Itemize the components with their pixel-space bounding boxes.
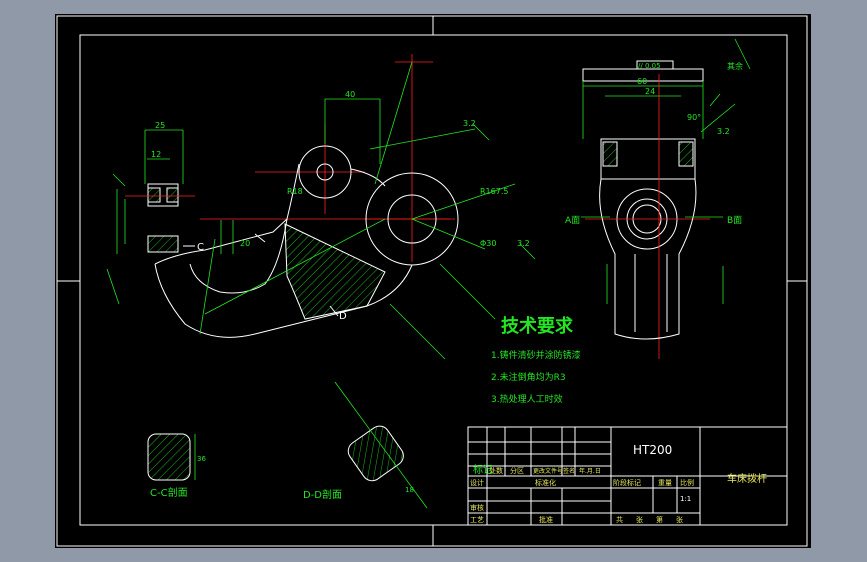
cut-label-c: C [197,242,204,253]
cad-viewport[interactable]: 25 12 40 R167.5 Φ30 R18 20 3.2 3.2 C D [55,14,811,548]
tb-header-doc: 更改文件号 [533,467,563,475]
roughness-other: 其余 [727,61,743,71]
drawing-canvas: 25 12 40 R167.5 Φ30 R18 20 3.2 3.2 C D [56,15,808,547]
tech-req-item-3: 3.热处理人工时效 [491,393,563,405]
dim-r167: R167.5 [480,187,508,196]
cc-section-shape [147,433,191,481]
view-label-b: B面 [727,215,742,226]
dim-60: 60 [637,77,647,86]
tb-sheet-current: 第 [656,515,663,524]
title-block [467,426,788,526]
tb-stage: 阶段标记 [613,478,641,487]
tech-req-heading: 技术要求 [501,315,574,337]
tech-req-item-2: 2.未注倒角均为R3 [491,371,566,383]
tb-part-name: 车床拨杆 [727,472,767,485]
roughness-mark: 3.2 [717,127,730,136]
tb-sheet-unit-2: 张 [676,515,683,524]
dim-r18: R18 [287,187,303,196]
main-view [106,54,536,360]
dim-24: 24 [645,87,655,96]
tb-scale-value: 1:1 [680,495,691,503]
tb-sheet-unit-1: 张 [636,515,643,524]
tb-header-mark: 标记 [473,464,493,476]
tb-scale-label: 比例 [680,478,694,487]
gdt-parallel: // 0.05 [638,62,661,70]
dd-section-shape [347,425,404,482]
roughness-mark: 3.2 [463,119,476,128]
dim-20: 20 [240,239,250,248]
side-view [581,38,751,359]
view-label-a: A面 [565,215,580,226]
dim-36: 36 [197,455,206,463]
tb-header-date: 年.月.日 [579,467,601,475]
dim-phi30: Φ30 [480,239,496,248]
tech-req-item-1: 1.铸件清砂并涂防锈漆 [491,349,581,361]
tb-material: HT200 [633,443,672,457]
tb-sheet-total: 共 [616,515,623,524]
dim-12: 12 [151,150,161,159]
dim-18: 18 [405,486,414,494]
tb-weight: 重量 [658,479,672,487]
tb-approve: 批准 [539,515,553,524]
tb-header-count: 处数 [489,466,503,475]
tb-header-sign: 签名 [563,467,575,475]
dim-40: 40 [345,90,355,99]
tb-checker: 审核 [470,503,484,512]
cc-section-label: C-C剖面 [150,486,188,499]
dd-section-label: D-D剖面 [303,488,342,501]
tb-header-zone: 分区 [510,466,524,475]
cut-label-d: D [339,311,347,322]
roughness-mark: 3.2 [517,239,530,248]
tb-standardization: 标准化 [535,478,556,487]
tb-designer: 设计 [470,478,484,487]
dim-angle-90: 90° [687,113,701,122]
tb-process: 工艺 [470,516,484,524]
dim-25: 25 [155,121,165,130]
